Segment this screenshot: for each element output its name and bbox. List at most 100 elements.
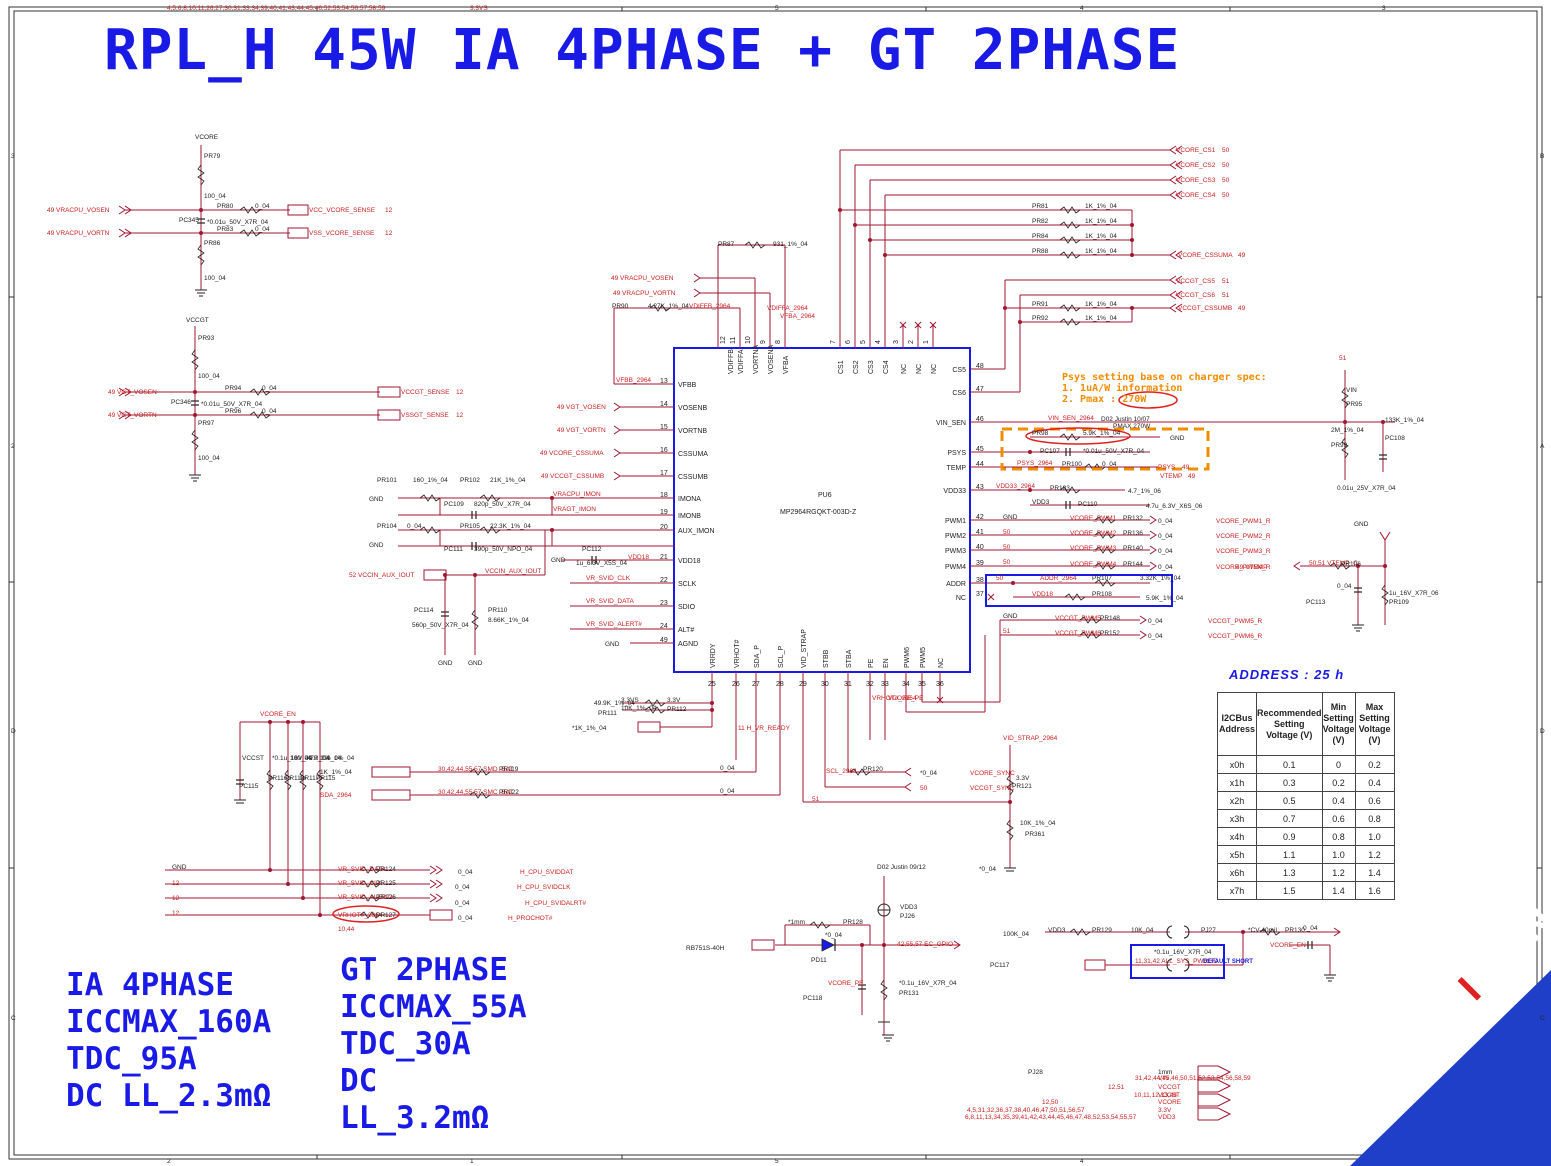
gt-spec-line: DC	[340, 1063, 378, 1099]
pin-number: 2	[908, 340, 915, 344]
net-label: VSSGT_SENSE	[401, 412, 449, 419]
net-label: D02 Justin 10/07	[1101, 416, 1150, 423]
pin-number: 37	[976, 591, 984, 598]
net-label: 0_04	[720, 765, 735, 772]
net-label: PR140	[1123, 545, 1143, 552]
ia-spec-line: IA 4PHASE	[66, 967, 234, 1003]
table-cell: x6h	[1217, 863, 1257, 882]
net-label: 10,44	[338, 926, 355, 933]
net-label: 11 H_VR_READY	[738, 725, 791, 732]
net-label: PMAX 270W	[1113, 423, 1151, 430]
net-label: VIN_SEN_2964	[1048, 415, 1094, 422]
pin-name: PWM6	[904, 647, 911, 668]
net-label: VDD3	[1032, 499, 1050, 506]
net-label: 51	[1222, 278, 1230, 285]
net-label: GND	[1170, 435, 1185, 442]
net-label: PSYS	[1158, 464, 1176, 471]
resistors	[191, 164, 1389, 1001]
net-label: 49 VCORE_CSSUMA	[540, 450, 604, 457]
pin-number: 5	[860, 340, 867, 344]
pin-name: CSSUMB	[678, 474, 708, 481]
table-cell: 1.6	[1354, 881, 1395, 900]
net-label: PR119	[499, 766, 519, 773]
pin-name: VRHOT#	[734, 640, 741, 669]
chip-ref: PU6	[818, 492, 832, 499]
net-label: PR107	[1092, 575, 1112, 582]
net-label: PR118	[285, 775, 305, 782]
pin-name: VDIFFA	[738, 349, 745, 374]
net-label: VCCGT_CS5	[1176, 278, 1215, 285]
net-label: 50	[1003, 559, 1011, 566]
net-label: VR_SVID_CLK	[586, 575, 631, 582]
net-label: 42,55,57 EC_GPIO	[897, 941, 953, 948]
net-label: PR136	[1123, 530, 1143, 537]
net-label: 0_04	[455, 900, 470, 907]
pin-name: VOSENB	[678, 405, 708, 412]
net-label: 1K_1%_04	[1085, 315, 1117, 322]
pin-name: VORTNB	[678, 428, 707, 435]
net-label: VCCGT_PWM5	[1055, 615, 1101, 622]
net-label: 2	[167, 1158, 171, 1165]
net-label: PR101	[377, 477, 397, 484]
net-label: 4,5,31,32,36,37,38,40,46,47,50,51,56,57	[967, 1107, 1085, 1114]
net-label: 0_04	[1158, 548, 1173, 555]
table-cell: x2h	[1217, 791, 1257, 810]
net-label: *CV-40mil	[1248, 927, 1277, 934]
net-label: 0_04	[458, 869, 473, 876]
net-label: VCORE_PWM2_R	[1216, 533, 1271, 540]
net-label: PC115	[239, 783, 259, 790]
net-label: PC109	[444, 501, 464, 508]
pin-name: CS6	[952, 390, 966, 397]
net-label: 0_04	[455, 884, 470, 891]
net-label: VCORE_PE	[828, 980, 864, 987]
net-label: PJ28	[1028, 1069, 1043, 1076]
net-label: VCCGT_SENSE	[401, 389, 450, 396]
net-label: 1K_1%_04	[1085, 301, 1117, 308]
table-cell: 0.2	[1354, 755, 1395, 774]
net-label: 49 VGT_VORTN	[557, 427, 606, 434]
pin-number: 46	[976, 416, 984, 423]
net-label: PR81	[1032, 203, 1049, 210]
pin-name: SDIO	[678, 604, 696, 611]
net-label: 3.3VS	[470, 5, 488, 12]
net-label: 10K_04	[1131, 927, 1154, 934]
net-label: VCORE_PWM4_R	[1216, 564, 1271, 571]
address-header: Min Setting Voltage (V)	[1321, 692, 1356, 756]
net-label: 1K_1%_04	[1085, 203, 1117, 210]
address-header: Max Setting Voltage (V)	[1354, 692, 1395, 756]
pin-name: PWM2	[945, 533, 966, 540]
net-label: VSS_VCORE_SENSE	[309, 230, 375, 237]
net-label: 49 VRACPU_VOSEN	[47, 207, 110, 214]
net-label: VCC_VCORE_SENSE	[309, 207, 376, 214]
net-label: 1mm	[1158, 1069, 1172, 1076]
table-cell: 1.5	[1256, 881, 1323, 900]
net-label: VCORE_PE	[888, 695, 924, 702]
pin-name: CSSUMA	[678, 451, 708, 458]
net-label: 50	[1003, 544, 1011, 551]
net-label: 11,31,42 ALL_SYS_PWRGD	[1135, 958, 1218, 965]
table-cell: x7h	[1217, 881, 1257, 900]
net-label: PR97	[198, 420, 215, 427]
pin-name: VFBB	[678, 382, 697, 389]
net-label: 0_04	[262, 385, 277, 392]
net-label: PC346	[171, 399, 191, 406]
net-label: VR_SVID_DATA	[338, 866, 386, 873]
pin-number: 18	[660, 492, 668, 499]
table-cell: 0.3	[1256, 773, 1323, 792]
table-cell: 1.2	[1354, 845, 1395, 864]
net-label: PR104	[377, 523, 397, 530]
net-label: 49 VGT_VOSEN	[108, 389, 157, 396]
pin-name: AUX_IMON	[678, 528, 715, 535]
pmax-highlight	[1118, 391, 1178, 409]
net-label: VRHOT#_2964	[872, 695, 917, 702]
pin-name: NC	[916, 364, 923, 374]
table-cell: 1.3	[1256, 863, 1323, 882]
net-label: H_PROCHOT#	[508, 915, 553, 922]
addr-highlight-box	[985, 574, 1173, 607]
net-label: PR152	[1100, 630, 1120, 637]
pin-number: 30	[821, 681, 829, 688]
pin-name: CS5	[952, 367, 966, 374]
net-label: VCORE	[1158, 1099, 1182, 1106]
net-label: PR126	[376, 894, 396, 901]
